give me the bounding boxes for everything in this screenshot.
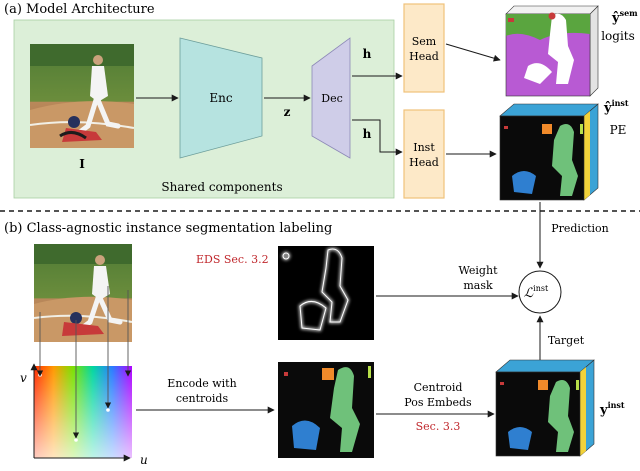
input-label: I: [79, 157, 85, 171]
sem-head-label-2: Head: [409, 50, 439, 63]
inst-head-label-1: Inst: [413, 141, 435, 154]
section-a-title: (a) Model Architecture: [4, 2, 155, 17]
shared-components-label: Shared components: [161, 180, 282, 194]
loss-node: [518, 270, 562, 314]
weight-mask-image: [278, 246, 374, 340]
latent-label: z: [284, 105, 291, 119]
weight-mask-label-2: mask: [463, 279, 493, 292]
eds-reference: EDS Sec. 3.2: [196, 253, 269, 266]
inst-pe-cube: [499, 103, 599, 201]
sem-output-label: ŷsem: [611, 8, 638, 26]
inst-head-label-2: Head: [409, 156, 439, 169]
decoder-label: Dec: [321, 92, 343, 105]
sem-head-box: [403, 3, 445, 93]
encoder-block: [179, 37, 263, 159]
target-pe-cube: [495, 359, 595, 457]
axis-v-label: v: [20, 371, 27, 385]
labeling-input-image: [33, 244, 133, 342]
inst-output-label: ŷinst: [603, 98, 629, 116]
encoder-label: Enc: [209, 91, 232, 105]
input-image: [29, 44, 135, 148]
sem-head-label-1: Sem: [412, 35, 437, 48]
feature-label-bottom: h: [363, 127, 372, 141]
sem-logits-cube: [505, 5, 599, 97]
encode-label-2: centroids: [176, 392, 229, 405]
feature-label-top: h: [363, 47, 372, 61]
prediction-label: Prediction: [551, 222, 609, 235]
inst-output-caption: PE: [610, 123, 627, 137]
instance-mask-image: [278, 362, 374, 458]
sem-output-caption: logits: [601, 29, 635, 43]
target-output-label: yinst: [599, 400, 625, 418]
centroid-label-2: Pos Embeds: [404, 396, 472, 409]
weight-mask-label-1: Weight: [459, 264, 499, 277]
decoder-block: [311, 37, 351, 159]
centroid-color-map: [34, 366, 132, 458]
centroid-reference: Sec. 3.3: [416, 420, 461, 433]
arrow-sem-head-to-logits: [445, 43, 501, 62]
centroid-label-1: Centroid: [414, 381, 463, 394]
inst-head-box: [403, 109, 445, 199]
target-label: Target: [548, 334, 585, 347]
encode-label-1: Encode with: [167, 377, 236, 390]
arrow-decoder-to-inst-head: [352, 119, 403, 156]
loss-label: ℒinst: [524, 284, 549, 301]
section-b-title: (b) Class-agnostic instance segmentation…: [4, 221, 332, 236]
axis-u-label: u: [140, 453, 148, 467]
